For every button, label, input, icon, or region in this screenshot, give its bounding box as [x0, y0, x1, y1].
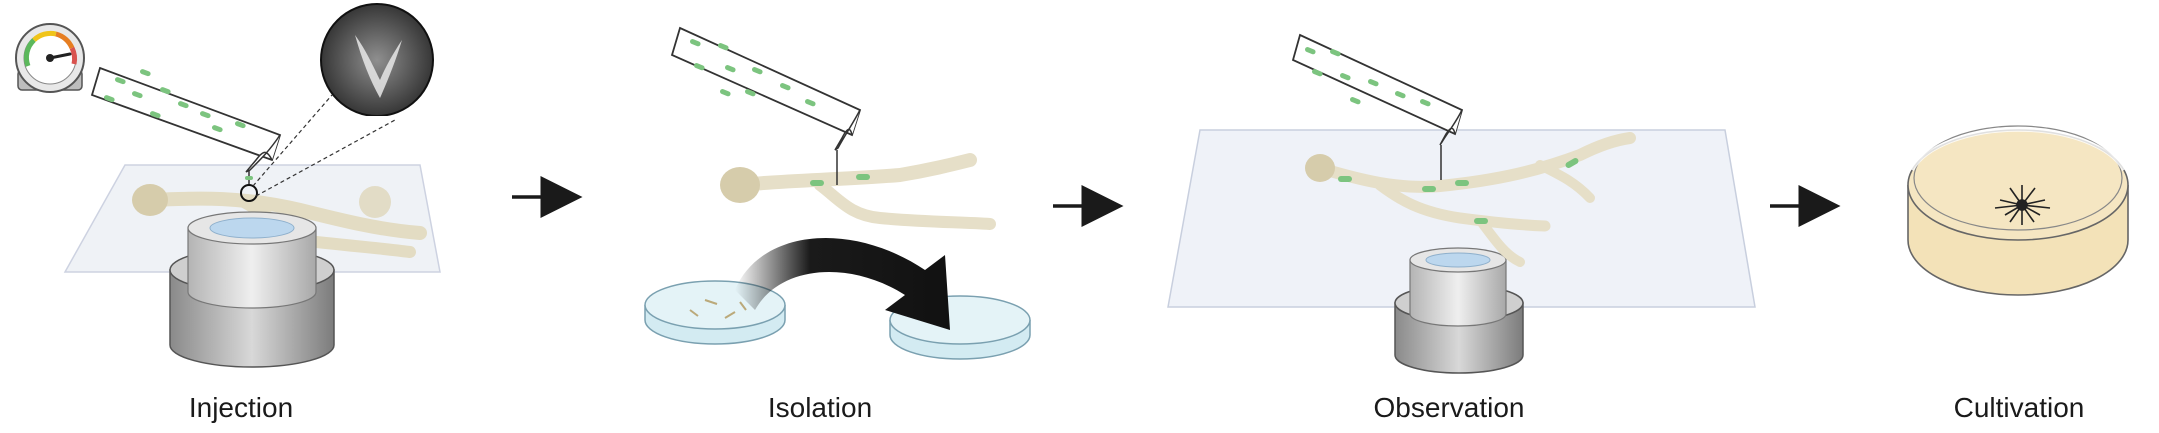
cultivation-panel	[1907, 125, 2129, 296]
cultivation-petri-dish	[1907, 125, 2129, 296]
tip-magnified-inset	[240, 3, 434, 202]
microscope-stage	[1394, 247, 1524, 374]
hypha	[1305, 132, 1636, 267]
curved-transfer-arrow	[735, 237, 950, 330]
pressure-gauge-icon	[15, 23, 85, 93]
step-label-isolation: Isolation	[767, 392, 873, 423]
bacteria-cluster	[103, 69, 253, 180]
observation-panel	[1167, 33, 1756, 374]
step-label-cultivation: Cultivation	[1953, 392, 2085, 423]
step-label-observation: Observation	[1373, 392, 1525, 423]
fungal-colony	[1994, 185, 2051, 225]
micropipette	[670, 26, 862, 185]
isolation-panel	[644, 26, 1031, 360]
bacteria-cluster	[689, 39, 870, 186]
hypha	[720, 153, 996, 230]
injection-panel	[15, 3, 441, 368]
step-label-injection: Injection	[188, 392, 294, 423]
bacteria-cluster	[1304, 47, 1579, 224]
microscope-stage	[169, 211, 335, 368]
micropipette	[90, 66, 282, 186]
